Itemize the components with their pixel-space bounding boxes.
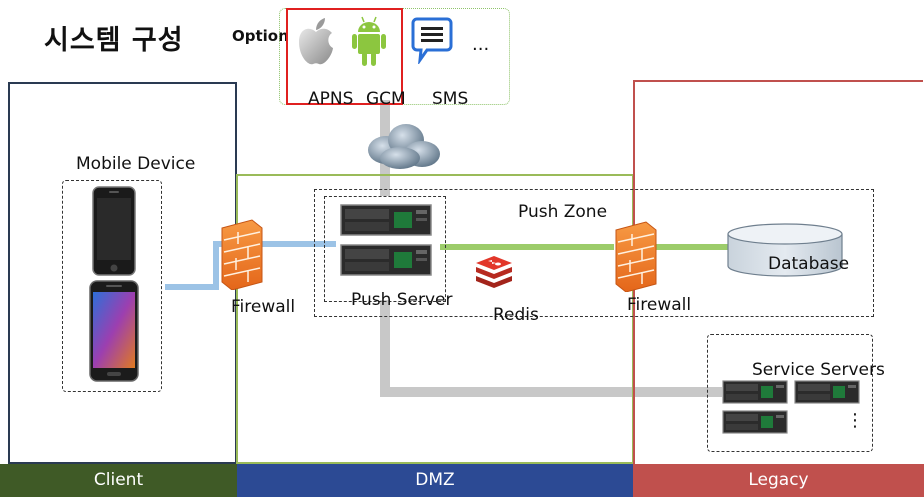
push-server-2-icon: [340, 244, 432, 276]
legacy-footer: Legacy: [633, 464, 924, 497]
service-server-3-icon: [722, 410, 788, 434]
sms-message-icon: [411, 17, 453, 64]
client-footer: Client: [0, 464, 237, 497]
more-providers-ellipsis: ...: [472, 34, 490, 55]
option-label: Option: [232, 27, 289, 45]
apns-label: APNS: [308, 89, 354, 109]
push-server-1-icon: [340, 204, 432, 236]
service-server-2-icon: [794, 380, 860, 404]
redis-icon: [476, 256, 512, 288]
service-server-1-icon: [722, 380, 788, 404]
service-servers-group: [707, 334, 873, 452]
dmz-footer: DMZ: [237, 464, 633, 497]
database-icon: [727, 223, 843, 277]
mobile-device-group: [62, 180, 162, 392]
redis-label: Redis: [493, 305, 539, 325]
iphone-icon: [92, 186, 136, 276]
page-title: 시스템 구성: [44, 25, 184, 56]
apple-icon: [299, 18, 333, 65]
cloud-icon: [368, 124, 440, 169]
push-server-label: Push Server: [351, 290, 453, 310]
push-zone-label: Push Zone: [518, 202, 608, 222]
firewall-left-label: Firewall: [231, 297, 296, 317]
mobile-device-label: Mobile Device: [76, 154, 196, 174]
database-label: Database: [768, 254, 850, 274]
gcm-label: GCM: [366, 89, 406, 109]
push-zone-box: [314, 189, 874, 317]
service-link: [380, 300, 722, 397]
firewall-right-icon: [615, 221, 657, 292]
firewall-left-icon: [221, 219, 263, 290]
firewall-right-label: Firewall: [627, 295, 692, 315]
service-more-ellipsis: ⋮: [846, 410, 864, 431]
sms-label: SMS: [432, 89, 469, 109]
push-providers-highlight: [286, 8, 403, 105]
push-server-group: [324, 196, 446, 302]
galaxy-phone-icon: [89, 280, 139, 382]
android-icon: [352, 16, 386, 66]
service-servers-label: Service Servers: [752, 360, 885, 380]
